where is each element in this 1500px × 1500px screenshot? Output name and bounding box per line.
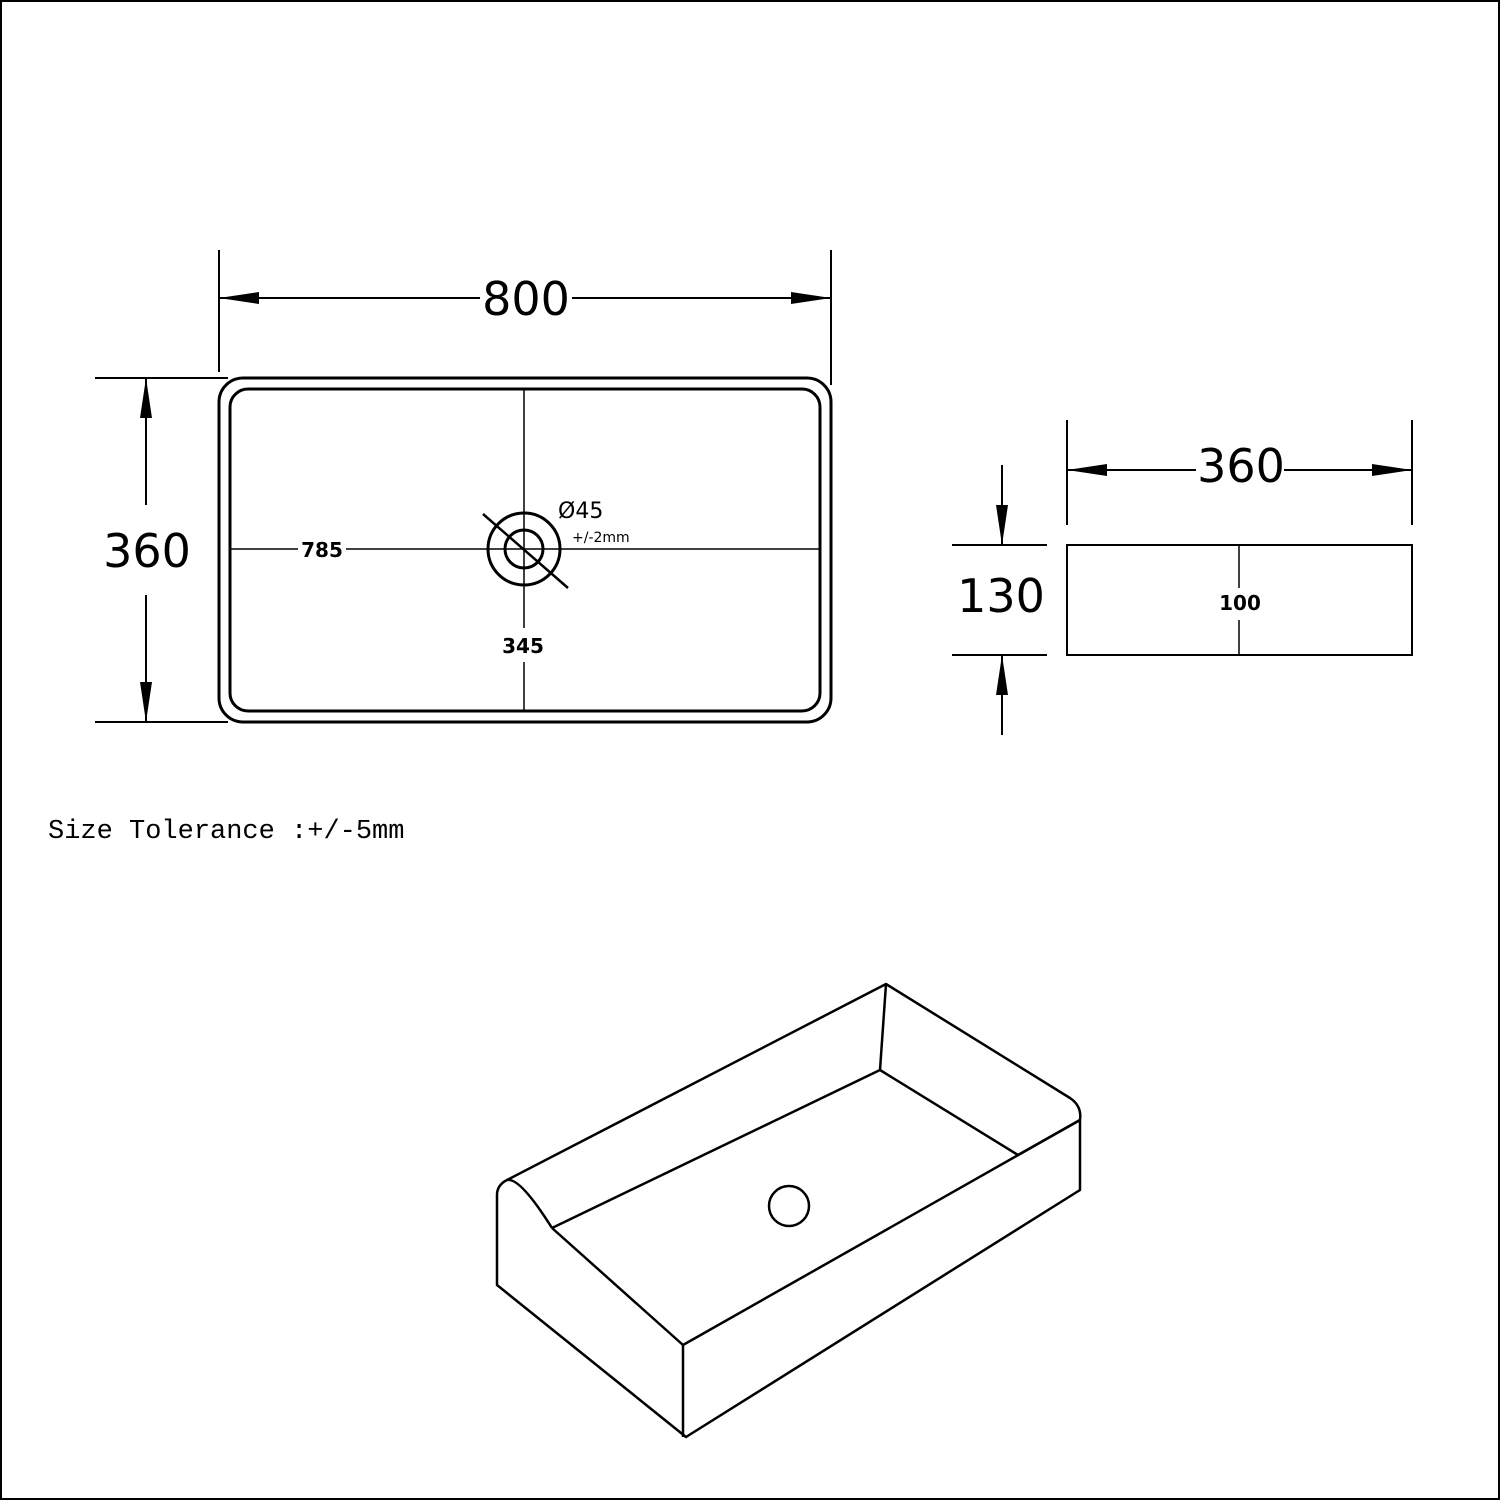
isometric-view xyxy=(495,982,1082,1439)
drain-diameter-label: Ø45 xyxy=(558,499,603,524)
front-rim xyxy=(551,1118,1081,1347)
drain-leader-line xyxy=(482,513,569,589)
basin-outer-outline xyxy=(217,376,833,724)
side-width-label: 360 xyxy=(1197,439,1285,493)
side-view: 100 360 130 xyxy=(952,420,1413,735)
depth-dimension-label: 360 xyxy=(103,524,191,578)
drain-hole xyxy=(767,1184,811,1228)
basin-inner-outline xyxy=(228,387,822,713)
inner-length-label: 785 xyxy=(301,538,343,562)
inner-width-label: 345 xyxy=(502,634,544,658)
basin-floor-edge xyxy=(551,1068,1019,1230)
drain-outer-circle xyxy=(486,511,562,587)
inner-depth-label: 100 xyxy=(1219,591,1261,615)
size-tolerance-note: Size Tolerance :+/-5mm xyxy=(48,817,404,847)
basin-outline xyxy=(495,982,1082,1439)
width-dimension-label: 800 xyxy=(482,272,570,326)
drain-tolerance-label: +/-2mm xyxy=(572,530,630,546)
drain-inner-circle xyxy=(503,528,545,570)
top-view: 785 345 Ø45 +/-2mm 800 360 xyxy=(95,250,833,724)
height-dimension-label: 130 xyxy=(957,569,1045,623)
